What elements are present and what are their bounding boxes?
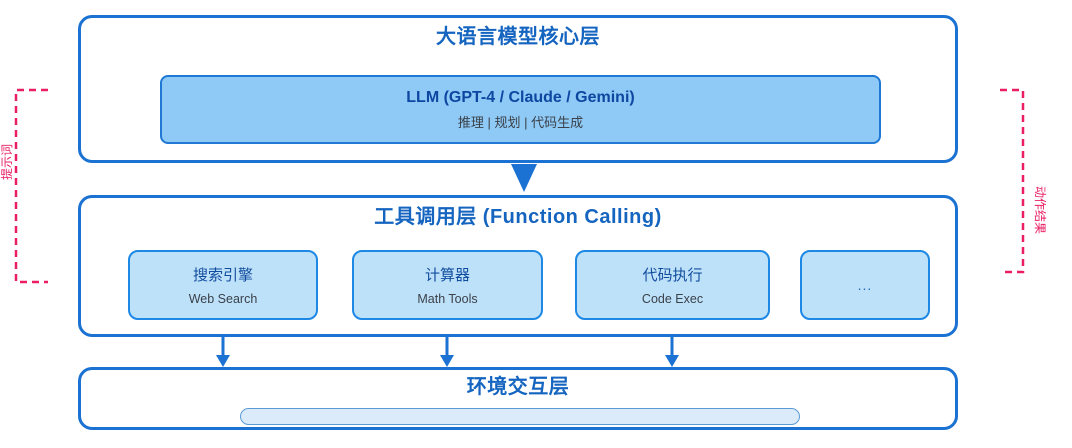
environment-slot-bar [240,408,800,425]
arrow-down-icon [511,164,537,192]
arrow-down-icon [216,337,230,367]
tool-name: 代码执行 [642,267,703,284]
tool-name: 计算器 [424,267,470,284]
tool-subtitle: Web Search [188,292,258,306]
environment-layer-container: 环境交互层 [78,367,958,430]
tool-node-code-exec: 代码执行 Code Exec [575,250,770,320]
action-result-label: 动作结果 [1033,185,1047,234]
llm-node-title: LLM (GPT-4 / Claude / Gemini) [406,88,635,106]
llm-node-subtitle: 推理 | 规划 | 代码生成 [457,114,584,130]
action-result-bracket-icon [1000,88,1025,274]
tool-subtitle: Code Exec [641,292,704,306]
llm-node: LLM (GPT-4 / Claude / Gemini) 推理 | 规划 | … [160,75,881,144]
tools-layer-title: 工具调用层 (Function Calling) [374,206,662,228]
prompt-flow-label: 提示词 [0,144,14,181]
tool-name: 搜索引擎 [192,267,253,284]
tool-subtitle: Math Tools [417,292,478,306]
arrow-down-icon [665,337,679,367]
prompt-flow-bracket-icon [14,88,48,284]
tool-node-more: ... [800,250,930,320]
tool-node-web-search: 搜索引擎 Web Search [128,250,318,320]
arrow-down-icon [440,337,454,367]
tool-node-math-tools: 计算器 Math Tools [352,250,543,320]
environment-layer-title: 环境交互层 [466,376,570,398]
core-layer-container: 大语言模型核心层 LLM (GPT-4 / Claude / Gemini) 推… [78,15,958,163]
core-layer-title: 大语言模型核心层 [436,26,600,48]
more-tools-ellipsis: ... [857,277,873,293]
tools-layer-container: 工具调用层 (Function Calling) 搜索引擎 Web Search… [78,195,958,337]
